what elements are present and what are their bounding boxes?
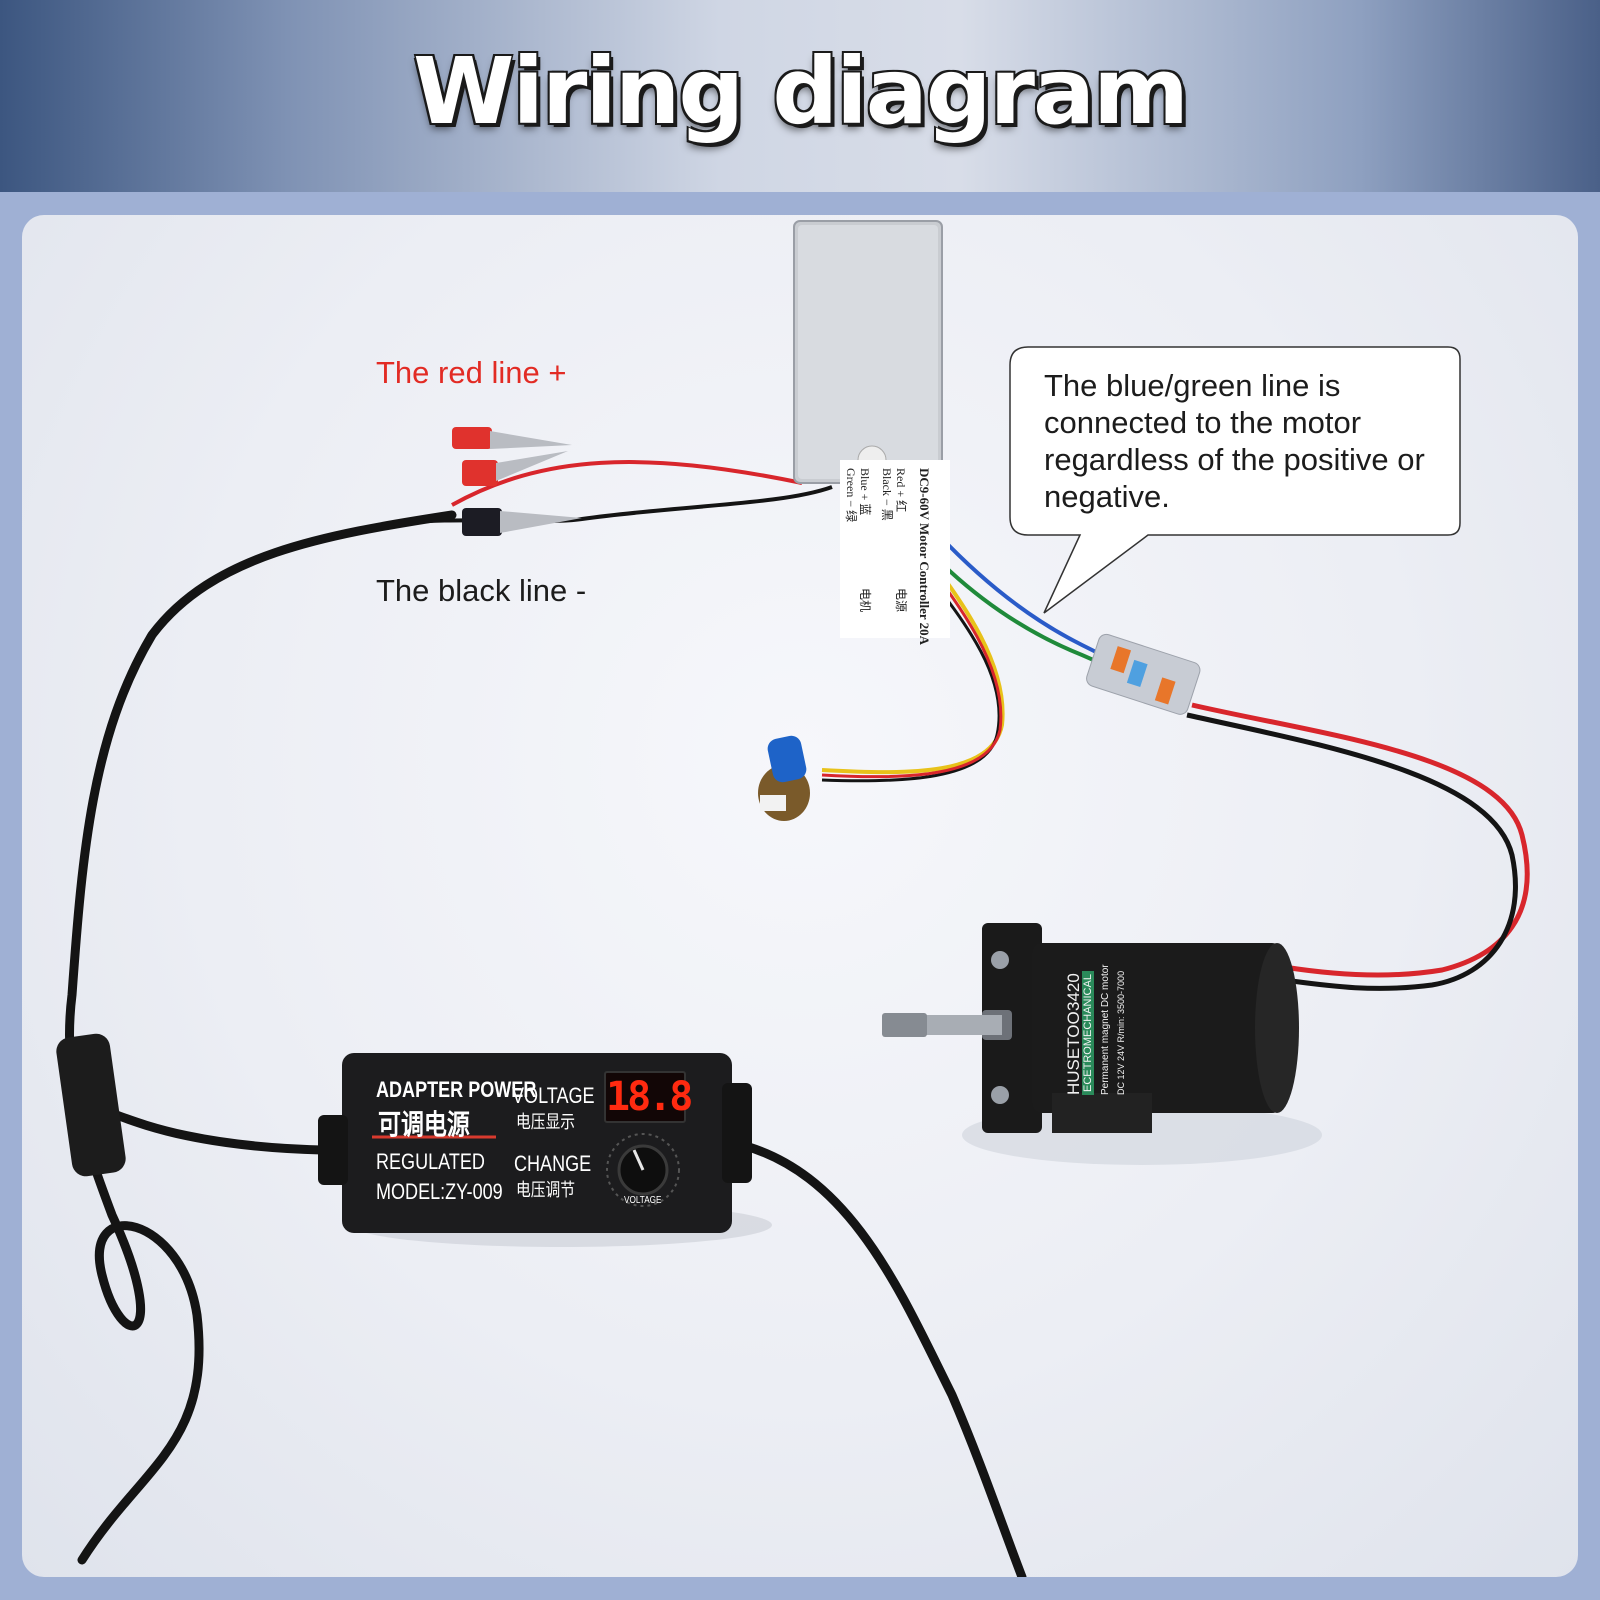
adapter-ac-cable [737,1140,1027,1577]
motor-black-wire [1186,712,1518,991]
power-cable [64,510,457,1565]
motor-spec: DC 12V 24V R/min: 3500-7000 [1116,970,1126,1095]
adapter-voltage: VOLTAGE [512,1083,595,1108]
dc-motor [882,923,1299,1133]
motor-type: ECETROMECHANICAL [1082,971,1094,1095]
adapter-knob-label: VOLTAGE [624,1195,662,1206]
header-banner: Wiring diagram [0,0,1600,192]
controller-motor: 电机 [858,588,872,613]
power-cable-to-adapter [87,1105,323,1155]
adapter-voltage-display: 18.8 [604,1071,693,1123]
black-line-label: The black line - [376,573,587,608]
motor-model: 3420 [1064,973,1083,1011]
controller-sticker: DC9-60V Motor Controller 20A Red + 红 Bla… [840,460,950,645]
photo-board: The red line + The black line - DC9-60V … [22,215,1578,1577]
callout-text: The blue/green line is connected to the … [1044,368,1425,514]
adapter-line3: REGULATED [376,1149,485,1174]
red-line-label: The red line + [376,355,567,390]
page-title: Wiring diagram [413,38,1189,145]
controller-power: 电源 [894,588,908,613]
black-clip [462,508,582,536]
potentiometer [758,735,810,821]
callout-shape [1009,346,1461,614]
adapter-line4: MODEL:ZY-009 [376,1179,503,1204]
adapter-voltage-cn: 电压显示 [516,1112,576,1132]
controller-black: Black − 黑 [880,468,894,521]
controller-green: Green − 绿 [844,468,858,523]
adapter-line2: 可调电源 [378,1109,470,1140]
controller-title: DC9-60V Motor Controller 20A [917,468,932,646]
adapter-change-cn: 电压调节 [516,1180,576,1200]
red-clip-1 [452,427,572,449]
callout-bubble: The blue/green line is connected to the … [1008,345,1461,614]
black-wire [381,485,833,527]
red-wire [451,460,803,507]
red-clip-2 [462,451,568,486]
motor-desc: Permanent magnet DC motor [1100,964,1111,1095]
motor-brand: HUSETOO [1064,1011,1083,1095]
lever-connector [1086,633,1201,715]
motor-red-wire [1191,702,1530,978]
adapter-line1: ADAPTER POWER [376,1077,537,1102]
barrel-connector [56,1033,126,1177]
adapter-change: CHANGE [514,1151,592,1176]
